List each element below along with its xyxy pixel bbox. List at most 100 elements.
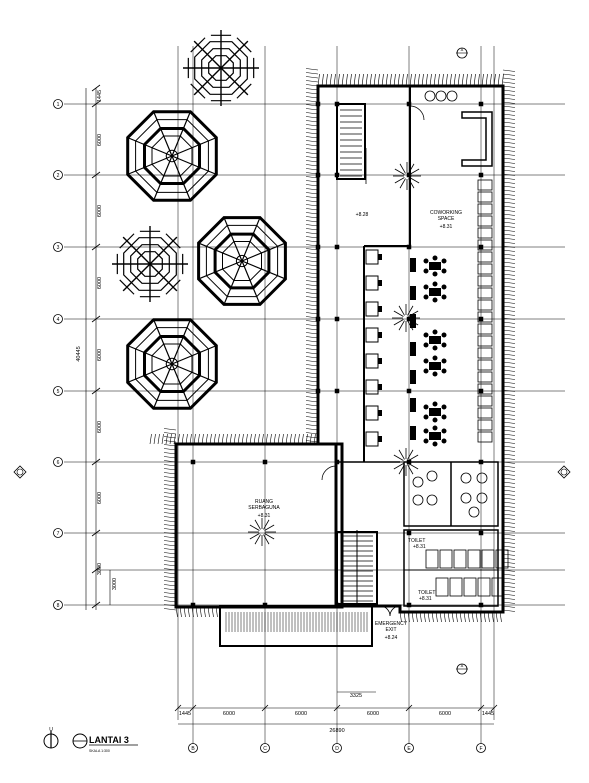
railing-hatch [502, 249, 516, 252]
railing-hatch [455, 611, 458, 623]
railing-hatch [229, 433, 232, 445]
railing-hatch [197, 433, 200, 445]
railing-hatch [502, 105, 516, 108]
railing-hatch [451, 611, 454, 623]
chair [423, 342, 429, 348]
railing-hatch [502, 173, 516, 176]
dim-text-left: 1445 [97, 90, 103, 102]
bench-module [477, 179, 493, 191]
railing-hatch [417, 73, 420, 87]
railing-hatch [305, 144, 319, 147]
railing-hatch [502, 453, 516, 456]
railing-hatch [502, 113, 516, 116]
railing-hatch [491, 611, 494, 623]
railing-hatch [163, 436, 177, 439]
railing-hatch [502, 341, 516, 344]
dim-text-bottom: 6000 [295, 711, 307, 717]
workstation [365, 405, 379, 421]
umbrella-rib [171, 155, 217, 175]
railing-hatch [502, 465, 516, 468]
chair [423, 268, 429, 274]
railing-hatch [502, 145, 516, 148]
railing-hatch [502, 585, 516, 588]
railing-hatch [502, 393, 516, 396]
railing-hatch [502, 429, 516, 432]
dim-text-left: 6000 [97, 349, 103, 361]
dim-tick [91, 387, 101, 395]
light-ray [249, 524, 260, 531]
railing-hatch [305, 96, 319, 99]
railing-hatch [305, 68, 319, 71]
grid-bubble-row: 5 [53, 386, 63, 396]
light-ray [407, 449, 414, 460]
light-ray [399, 163, 406, 174]
grid-bubble-label: C [263, 746, 267, 752]
railing-hatch [502, 73, 516, 76]
railing-hatch [502, 109, 516, 112]
railing-hatch [245, 433, 248, 445]
umbrella-rib [153, 363, 173, 409]
chair [423, 414, 429, 420]
railing-hatch [495, 611, 498, 623]
railing-hatch [475, 611, 478, 623]
spider-tip [119, 279, 135, 295]
round-table [476, 472, 488, 484]
railing-hatch [163, 476, 177, 479]
railing-hatch [163, 552, 177, 555]
grid-bubble-label: 7 [57, 531, 60, 537]
railing-hatch [305, 260, 319, 263]
railing-hatch [277, 433, 280, 445]
north-arrow-icon: U [43, 727, 59, 749]
grid-bubble-circle [53, 528, 63, 538]
railing-hatch [225, 433, 228, 445]
chair [423, 294, 429, 300]
chair [423, 368, 429, 374]
railing-hatch [502, 141, 516, 144]
dim-text-bottom: 6000 [439, 711, 451, 717]
drawing-title-block: LANTAI 3 SKALA 1:300 [72, 733, 138, 753]
railing-hatch [439, 611, 442, 623]
spider-tip [165, 233, 181, 249]
railing-hatch [163, 480, 177, 483]
railing-hatch [207, 606, 210, 618]
stair-north [336, 103, 366, 180]
furniture-layer [248, 90, 493, 617]
railing-hatch [305, 360, 319, 363]
railing-hatch [305, 108, 319, 111]
railing-hatch [305, 164, 319, 167]
railing-hatch [502, 273, 516, 276]
railing-hatch [305, 208, 319, 211]
grid-bubble-col: B [188, 743, 198, 753]
railing-hatch [305, 308, 319, 311]
railing-hatch [305, 248, 319, 251]
dim-text-left: 6000 [97, 421, 103, 433]
railing-hatch [502, 457, 516, 460]
railing-hatch [497, 73, 500, 87]
railing-hatch [479, 611, 482, 623]
railing-hatch [253, 433, 256, 445]
railing-hatch [205, 433, 208, 445]
section-marker-top: A [456, 47, 468, 59]
chair [441, 368, 447, 374]
railing-hatch [502, 401, 516, 404]
light-ray [393, 463, 404, 470]
railing-hatch [163, 596, 177, 599]
dim-tick [91, 100, 101, 108]
umbrella-rib [127, 363, 173, 383]
grid-bubble-circle [404, 743, 414, 753]
railing-hatch [305, 352, 319, 355]
section-marker-right [557, 465, 571, 479]
railing-hatch [305, 212, 319, 215]
railing-hatch [502, 597, 516, 600]
column [315, 172, 321, 178]
railing-hatch [321, 73, 324, 87]
railing-hatch [305, 276, 319, 279]
desk-top [429, 336, 441, 344]
railing-hatch [502, 593, 516, 596]
railing-hatch [305, 328, 319, 331]
chair [441, 268, 447, 274]
counter-seat [410, 398, 416, 412]
bench-module [477, 395, 493, 407]
railing-hatch [163, 592, 177, 595]
